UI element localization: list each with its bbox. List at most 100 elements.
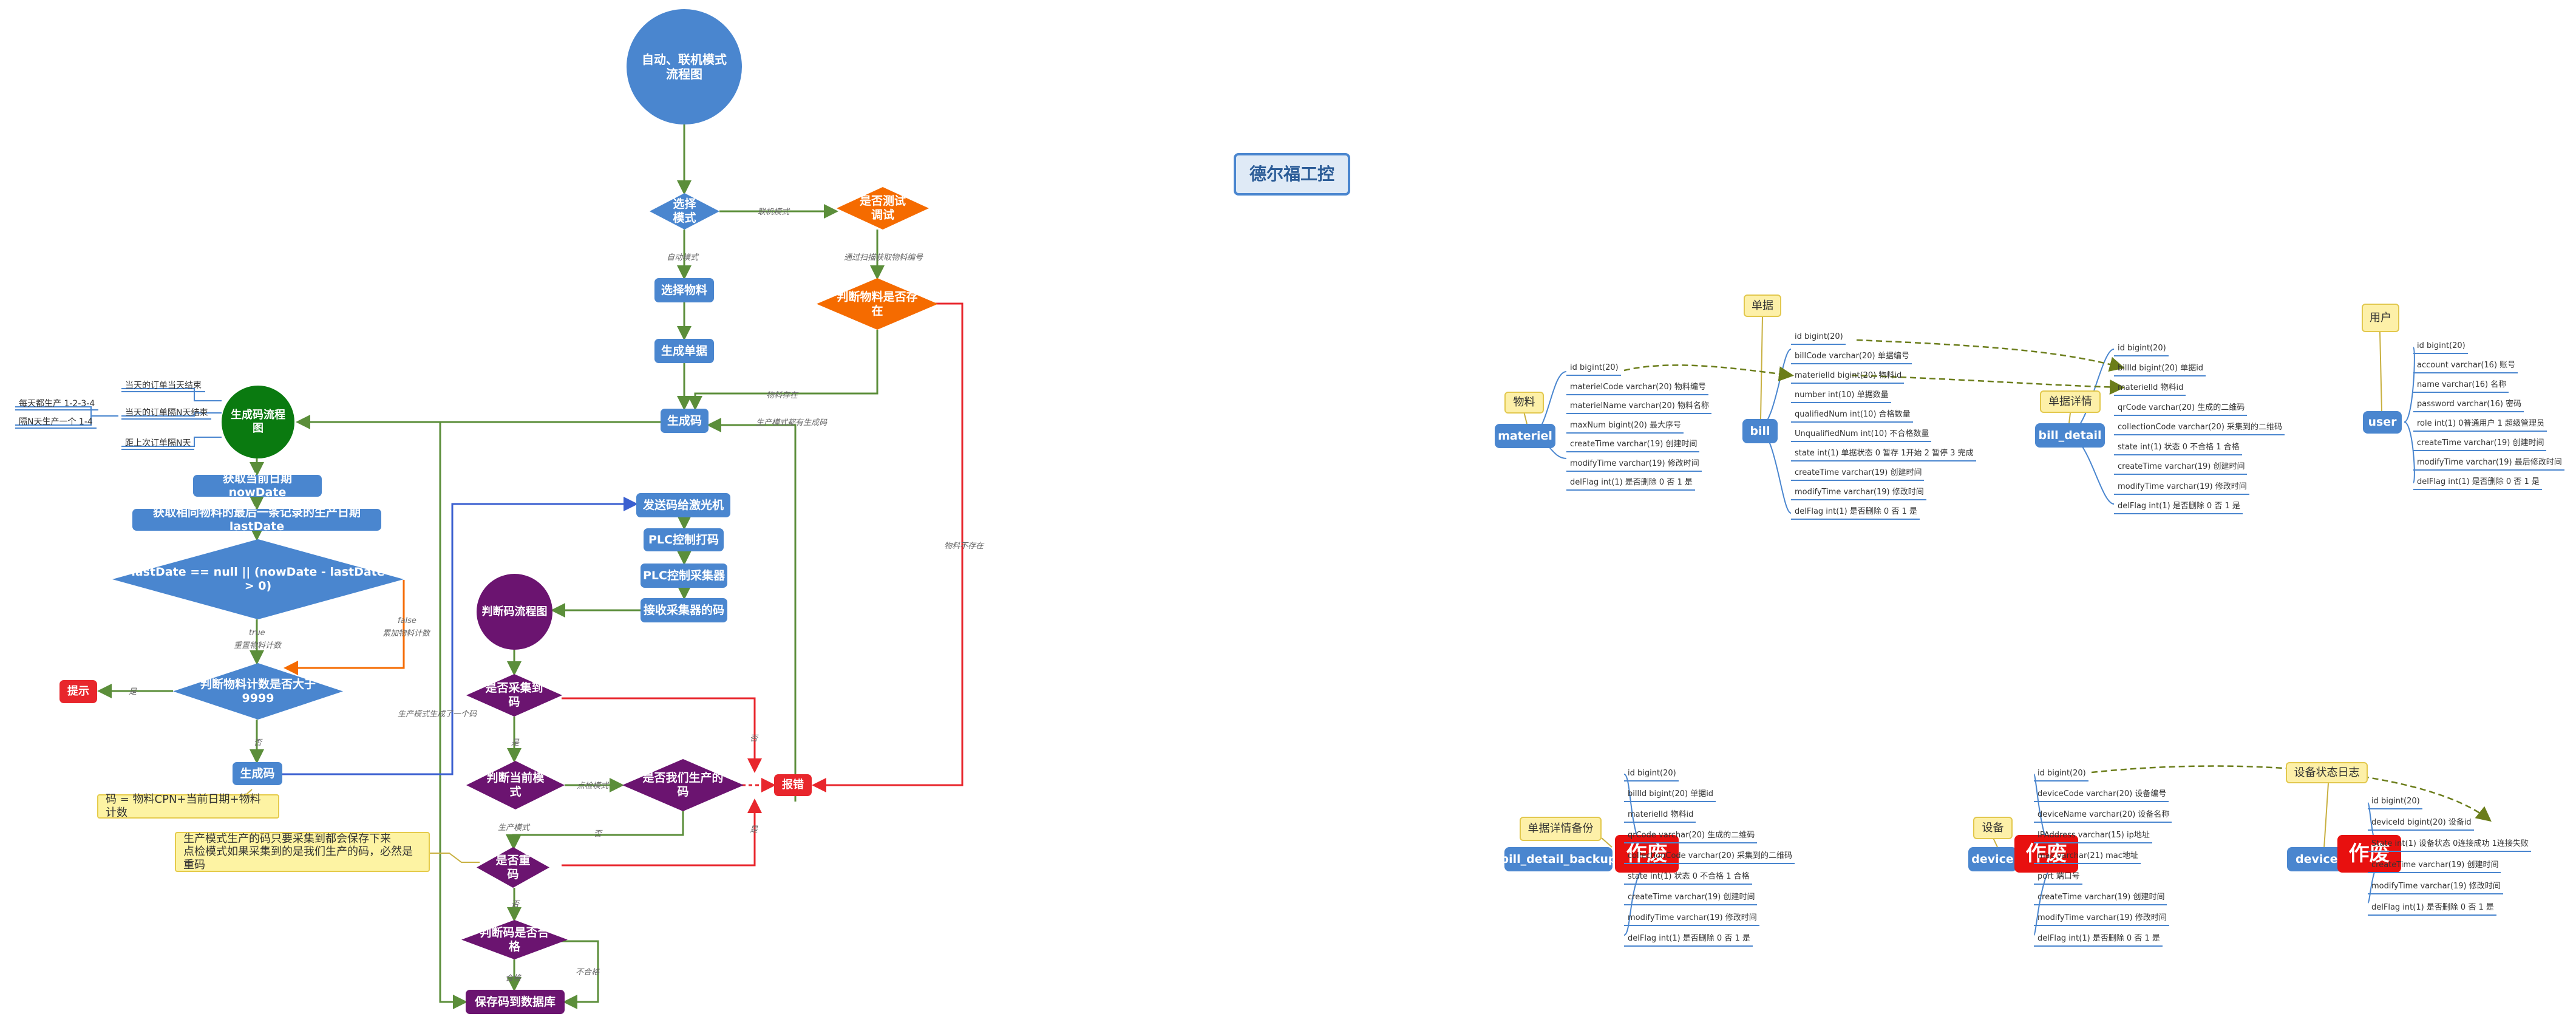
table-field[interactable]: qualifiedNum int(10) 合格数量 — [1791, 409, 1913, 423]
table-field[interactable]: id bigint(20) — [1791, 332, 1846, 345]
date-condition-decision[interactable]: lastDate == null || (nowDate - lastDate … — [112, 539, 404, 619]
table-cn-materiel[interactable]: 物料 — [1504, 392, 1544, 414]
table-field[interactable]: mac varchar(21) mac地址 — [2034, 851, 2141, 864]
table-field[interactable]: id bigint(20) — [1566, 363, 1621, 376]
table-field[interactable]: createTime varchar(19) 创建时间 — [2034, 892, 2167, 905]
tip-node[interactable]: 提示 — [59, 680, 97, 703]
table-field[interactable]: billCode varchar(20) 单据编号 — [1791, 351, 1912, 364]
table-field[interactable]: IPAddress varchar(15) ip地址 — [2034, 830, 2152, 843]
table-field[interactable]: qrCode varchar(20) 生成的二维码 — [1624, 830, 1758, 843]
table-field[interactable]: materielCode varchar(20) 物料编号 — [1566, 382, 1708, 395]
alarm-node[interactable]: 报错 — [774, 774, 812, 796]
table-field[interactable]: id bigint(20) — [2114, 343, 2169, 356]
table-field[interactable]: delFlag int(1) 是否删除 0 否 1 是 — [2368, 902, 2496, 916]
table-field[interactable]: maxNum bigint(20) 最大序号 — [1566, 420, 1684, 434]
is-ours-decision[interactable]: 是否我们生产的码 — [622, 759, 744, 811]
table-user[interactable]: user — [2363, 411, 2402, 434]
table-field[interactable]: UnqualifiedNum int(10) 不合格数量 — [1791, 429, 1932, 442]
table-field[interactable]: delFlag int(1) 是否删除 0 否 1 是 — [2114, 501, 2243, 514]
select-material-step[interactable]: 选择物料 — [654, 278, 714, 302]
table-field[interactable]: modifyTime varchar(19) 最后修改时间 — [2413, 457, 2564, 471]
table-field[interactable]: State int(1) 设备状态 0连接成功 1连接失败 — [2368, 839, 2531, 852]
table-field[interactable]: modifyTime varchar(19) 修改时间 — [2034, 913, 2169, 926]
table-field[interactable]: delFlag int(1) 是否删除 0 否 1 是 — [1791, 506, 1920, 520]
plc-print-step[interactable]: PLC控制打码 — [644, 528, 724, 551]
table-field[interactable]: billId bigint(20) 单据id — [2114, 363, 2206, 376]
table-field[interactable]: createTime varchar(19) 创建时间 — [1566, 439, 1700, 452]
table-field[interactable]: delFlag int(1) 是否删除 0 否 1 是 — [2413, 477, 2542, 490]
table-field[interactable]: id bigint(20) — [2413, 341, 2468, 354]
table-field[interactable]: state int(1) 状态 0 不合格 1 合格 — [2114, 442, 2242, 455]
table-field[interactable]: number int(10) 单据数量 — [1791, 390, 1891, 403]
table-field[interactable]: state int(1) 状态 0 不合格 1 合格 — [1624, 871, 1752, 885]
is-test-decision[interactable]: 是否测试调试 — [837, 187, 929, 230]
select-mode-decision[interactable]: 选择模式 — [650, 193, 719, 230]
table-field[interactable]: delFlag int(1) 是否删除 0 否 1 是 — [2034, 933, 2163, 947]
save-db-step[interactable]: 保存码到数据库 — [466, 990, 565, 1014]
gen-code-step[interactable]: 生成码 — [661, 409, 709, 433]
table-field[interactable]: createTime varchar(19) 创建时间 — [1624, 892, 1758, 905]
table-field[interactable]: billId bigint(20) 单据id — [1624, 789, 1716, 802]
table-field[interactable]: collectionCode varchar(20) 采集到的二维码 — [1624, 851, 1795, 864]
table-field[interactable]: materielId bigint(20) 物料id — [1791, 370, 1905, 384]
duplicate-decision[interactable]: 是否重码 — [477, 847, 549, 888]
table-field[interactable]: createTime varchar(19) 创建时间 — [1791, 468, 1925, 481]
table-cn-device-log[interactable]: 设备状态日志 — [2286, 762, 2368, 783]
table-field[interactable]: modifyTime varchar(19) 修改时间 — [1566, 458, 1702, 472]
board-title[interactable]: 德尔福工控 — [1234, 153, 1350, 196]
judge-mode-decision[interactable]: 判断当前模式 — [466, 761, 565, 809]
table-field[interactable]: role int(1) 0普通用户 1 超级管理员 — [2413, 418, 2547, 432]
material-exists-decision[interactable]: 判断物料是否存在 — [817, 278, 938, 330]
collected-decision[interactable]: 是否采集到码 — [466, 674, 562, 717]
table-field[interactable]: account varchar(16) 账号 — [2413, 360, 2518, 373]
table-field[interactable]: delFlag int(1) 是否删除 0 否 1 是 — [1566, 477, 1695, 491]
count-condition-decision[interactable]: 判断物料计数是否大于9999 — [173, 663, 343, 720]
gen-code2-step[interactable]: 生成码 — [233, 762, 282, 785]
get-date-step[interactable]: 获取当前日期 nowDate — [193, 472, 322, 499]
table-field[interactable]: modifyTime varchar(19) 修改时间 — [1624, 913, 1759, 926]
table-field[interactable]: id bigint(20) — [2368, 796, 2422, 809]
gen-code-flow-title[interactable]: 生成码流程图 — [222, 386, 294, 458]
table-field[interactable]: deviceName varchar(20) 设备名称 — [2034, 809, 2172, 823]
table-field[interactable]: createTime varchar(19) 创建时间 — [2114, 461, 2248, 475]
table-cn-device[interactable]: 设备 — [1973, 817, 2013, 839]
table-field[interactable]: qrCode varchar(20) 生成的二维码 — [2114, 403, 2248, 416]
table-field[interactable]: materielId 物料id — [1624, 809, 1696, 823]
table-field[interactable]: password varchar(16) 密码 — [2413, 399, 2524, 412]
send-laser-step[interactable]: 发送码给激光机 — [636, 493, 730, 517]
get-last-date-step[interactable]: 获取相同物料的最后一条记录的生产日期 lastDate — [132, 506, 381, 533]
side-note-every-n: 隔N天生产一个 1-4 — [15, 415, 97, 429]
table-bill-detail-backup[interactable]: bill_detail_backup — [1501, 847, 1617, 871]
table-bill[interactable]: bill — [1742, 419, 1778, 443]
table-field[interactable]: name varchar(16) 名称 — [2413, 380, 2509, 393]
table-field[interactable]: modifyTime varchar(19) 修改时间 — [2114, 482, 2249, 495]
table-field[interactable]: id bigint(20) — [1624, 768, 1679, 782]
table-materiel[interactable]: materiel — [1495, 424, 1555, 448]
side-note-last-n: 距上次订单隔N天 — [121, 437, 195, 450]
table-field[interactable]: materielId 物料id — [2114, 383, 2186, 396]
table-field[interactable]: state int(1) 单据状态 0 暂存 1开始 2 暂停 3 完成 — [1791, 448, 1976, 461]
table-field[interactable]: deviceCode varchar(20) 设备编号 — [2034, 789, 2169, 802]
table-field[interactable]: collectionCode varchar(20) 采集到的二维码 — [2114, 422, 2285, 435]
table-cn-bill[interactable]: 单据 — [1744, 295, 1781, 317]
recv-code-step[interactable]: 接收采集器的码 — [641, 598, 727, 622]
table-field[interactable]: materielName varchar(20) 物料名称 — [1566, 401, 1712, 414]
table-field[interactable]: createTime varchar(19) 创建时间 — [2413, 438, 2547, 451]
table-field[interactable]: modifyTime varchar(19) 修改时间 — [2368, 881, 2503, 894]
table-field[interactable]: deviceId bigint(20) 设备id — [2368, 817, 2474, 831]
qualified-decision[interactable]: 判断码是否合格 — [461, 920, 568, 959]
table-bill-detail[interactable]: bill_detail — [2035, 423, 2105, 448]
table-field[interactable]: delFlag int(1) 是否删除 0 否 1 是 — [1624, 933, 1753, 947]
gen-bill-step[interactable]: 生成单据 — [654, 339, 714, 363]
table-field[interactable]: id bigint(20) — [2034, 768, 2088, 782]
judge-code-flow-title[interactable]: 判断码流程图 — [477, 574, 552, 650]
table-field[interactable]: modifyTime varchar(19) 修改时间 — [1791, 487, 1926, 500]
flow-title-node[interactable]: 自动、联机模式流程图 — [627, 9, 742, 124]
table-cn-user[interactable]: 用户 — [2362, 304, 2399, 332]
table-field[interactable]: port 端口号 — [2034, 871, 2082, 885]
table-device[interactable]: device — [1968, 847, 2017, 871]
table-cn-bill-detail-backup[interactable]: 单据详情备份 — [1520, 817, 1602, 841]
table-cn-bill-detail[interactable]: 单据详情 — [2040, 390, 2101, 413]
plc-scan-step[interactable]: PLC控制采集器 — [641, 564, 727, 588]
table-field[interactable]: createTime varchar(19) 创建时间 — [2368, 860, 2501, 873]
